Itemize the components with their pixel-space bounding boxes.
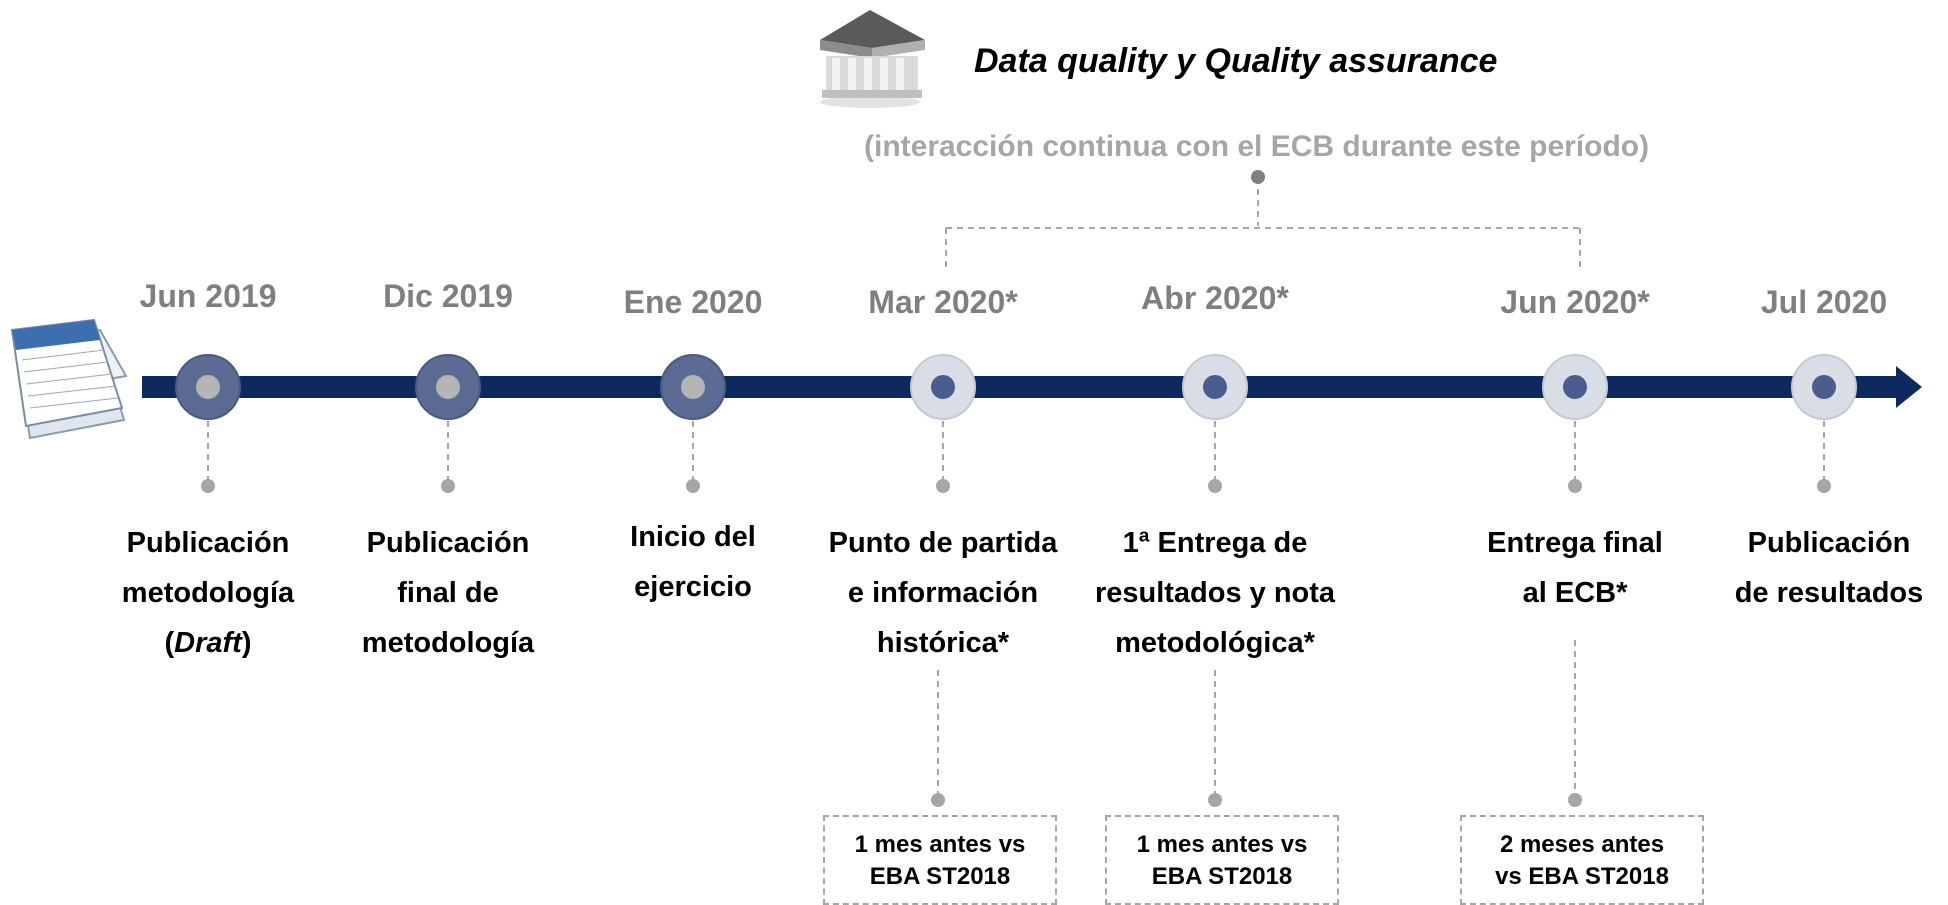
milestone-note-box: 1 mes antes vs EBA ST2018: [1105, 815, 1339, 905]
milestone-connector-dot: [1817, 479, 1831, 493]
header-title: Data quality y Quality assurance: [974, 42, 1498, 80]
milestone-event-line: Publicación: [126, 527, 290, 559]
milestone-event-line: Publicación: [366, 527, 530, 559]
milestone-event-line: (Draft): [122, 618, 294, 668]
qa-period-bracket: [945, 178, 1581, 272]
milestone-event-line: ejercicio: [634, 571, 752, 603]
milestone-date: Jul 2020: [1760, 284, 1888, 320]
calendar-icon: [10, 318, 128, 440]
milestone-connector-dot: [201, 479, 215, 493]
milestone-event-line: de resultados: [1734, 577, 1924, 609]
note-connector-dot: [931, 793, 945, 807]
timeline-arrowhead: [1896, 366, 1922, 408]
milestone-event: Inicio del ejercicio: [630, 512, 756, 612]
milestone-note-box: 1 mes antes vs EBA ST2018: [823, 815, 1057, 905]
milestone-event-line: metodología: [121, 577, 295, 609]
note-connector-dot: [1208, 793, 1222, 807]
milestone-date: Dic 2019: [383, 278, 513, 314]
milestone-event: Entrega final al ECB*: [1487, 518, 1663, 618]
milestone-connector-dot: [441, 479, 455, 493]
milestone-marker-center: [1203, 375, 1227, 399]
milestone-event-line: Entrega final: [1487, 527, 1663, 559]
milestone-marker-center: [931, 375, 955, 399]
milestone-marker-center: [1812, 375, 1836, 399]
milestone-note-line: 1 mes antes vs: [854, 831, 1026, 858]
milestone-event-fragment: ): [241, 627, 252, 659]
milestone-event: Publicación metodología (Draft): [122, 518, 294, 668]
milestone-event: Punto de partida e información histórica*: [829, 518, 1058, 668]
milestone-event-line: resultados y nota: [1094, 577, 1336, 609]
milestone-note-line: EBA ST2018: [1151, 863, 1293, 890]
milestone-date: Jun 2019: [139, 278, 277, 314]
header-note: (interacción continua con el ECB durante…: [864, 130, 1650, 163]
milestone-date: Mar 2020*: [868, 284, 1018, 320]
milestone-event-fragment: (: [164, 627, 175, 659]
milestone-marker-center: [681, 375, 705, 399]
milestone-event-line: histórica*: [876, 627, 1010, 659]
milestone-note-line: vs EBA ST2018: [1495, 863, 1669, 890]
milestone-note-line: EBA ST2018: [869, 863, 1011, 890]
milestone-event-line: Publicación: [1747, 527, 1911, 559]
milestone-connector-dot: [1568, 479, 1582, 493]
milestone-note-box: 2 meses antes vs EBA ST2018: [1460, 815, 1704, 905]
milestone-marker-center: [1563, 375, 1587, 399]
milestone-event-line: metodología: [361, 627, 535, 659]
milestone-note-line: 1 mes antes vs: [1136, 831, 1308, 858]
milestone-event-line: metodológica*: [1115, 627, 1315, 659]
milestone-event-line: Inicio del: [630, 521, 756, 553]
milestone-event: 1ª Entrega de resultados y nota metodológi…: [1095, 518, 1335, 668]
milestone-event-line: e información: [847, 577, 1039, 609]
timeline-axis: [142, 376, 1900, 398]
milestone-event-line: Punto de partida: [828, 527, 1058, 559]
milestone-event: Publicación final de metodología: [362, 518, 534, 668]
milestone-event-italic: Draft: [174, 627, 242, 659]
milestone-marker-center: [436, 375, 460, 399]
milestone-event-line: final de: [397, 577, 499, 609]
milestone-event: Publicación de resultados: [1735, 518, 1924, 618]
bank-building-icon: [820, 10, 925, 108]
milestone-event-line: al ECB*: [1522, 577, 1628, 609]
milestone-date: Ene 2020: [623, 284, 763, 320]
note-connector-dot: [1568, 793, 1582, 807]
milestone-event-line: 1ª Entrega de: [1122, 527, 1308, 559]
milestone-connector-dot: [936, 479, 950, 493]
milestone-connector-dot: [1208, 479, 1222, 493]
milestone-date: Abr 2020*: [1141, 280, 1289, 316]
milestone-connector-dot: [686, 479, 700, 493]
milestone-note-line: 2 meses antes: [1499, 831, 1665, 858]
milestone-marker-center: [196, 375, 220, 399]
qa-period-dot: [1251, 170, 1265, 184]
milestone-date: Jun 2020*: [1500, 284, 1650, 320]
